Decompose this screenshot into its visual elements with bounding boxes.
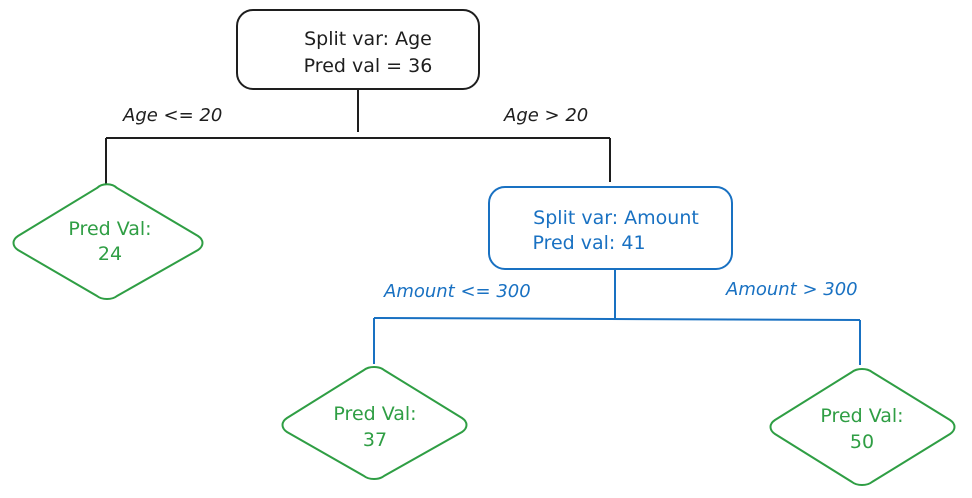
leaf-node-middle: Pred Val: 37 <box>281 366 468 480</box>
leaf-node-right: Pred Val: 50 <box>769 368 956 486</box>
leaf-node-right-value: 50 <box>850 431 874 453</box>
root-node-split-label: Split var: Age <box>304 28 432 50</box>
leaf-node-left: Pred Val: 24 <box>12 183 204 300</box>
edge-label-amount-gt-300: Amount > 300 <box>725 279 858 300</box>
amount-node: Split var: Amount Pred val: 41 <box>488 186 733 270</box>
leaf-node-middle-diamond <box>281 366 468 480</box>
amount-node-pred-label: Pred val: 41 <box>532 232 645 254</box>
leaf-node-left-title: Pred Val: <box>68 218 151 240</box>
edge-label-amount-le-300: Amount <= 300 <box>383 281 531 302</box>
edge-label-age-gt-20: Age > 20 <box>503 105 588 126</box>
leaf-node-middle-value: 37 <box>363 429 387 451</box>
edge-label-age-le-20: Age <= 20 <box>122 105 222 126</box>
root-connectors <box>105 89 611 184</box>
leaf-node-left-value: 24 <box>98 243 122 265</box>
leaf-node-middle-title: Pred Val: <box>333 403 416 425</box>
amount-node-split-label: Split var: Amount <box>533 207 699 229</box>
leaf-node-right-title: Pred Val: <box>820 405 903 427</box>
amount-branch-line <box>373 317 861 321</box>
root-node-pred-label: Pred val = 36 <box>304 55 433 77</box>
leaf-node-left-diamond <box>12 183 204 300</box>
root-node: Split var: Age Pred val = 36 <box>236 9 480 90</box>
amount-node-box <box>488 186 733 270</box>
leaf-node-right-diamond <box>769 368 956 486</box>
amount-connectors <box>373 269 861 365</box>
